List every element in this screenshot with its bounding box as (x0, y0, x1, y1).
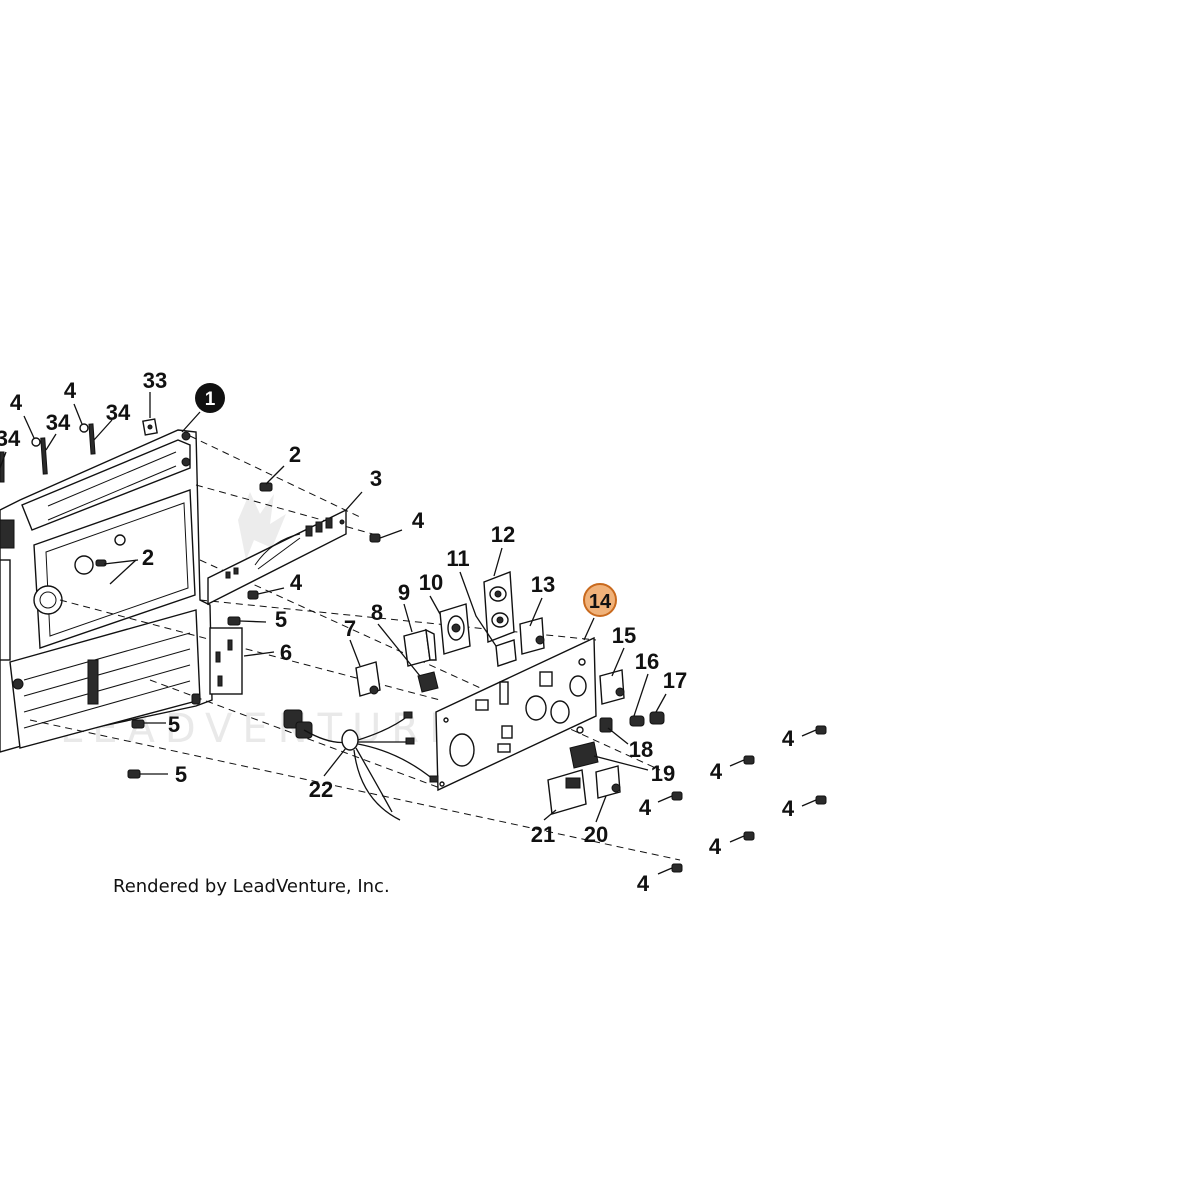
callout-4: 4 (290, 570, 303, 595)
callout-22: 22 (309, 777, 333, 802)
callout-20: 20 (584, 822, 608, 847)
component-15 (599, 669, 625, 705)
callout-21: 21 (531, 822, 555, 847)
component-21-usb (547, 769, 587, 815)
component-20 (595, 765, 621, 799)
control-panel-plate (435, 636, 597, 792)
callout-2: 2 (289, 442, 301, 467)
callout-34: 34 (106, 400, 131, 425)
callout-1-badge (195, 383, 225, 413)
watermark: LEADVENTURE (60, 492, 454, 752)
callout-17: 17 (663, 668, 687, 693)
callout-14-highlight (583, 583, 617, 617)
callout-4: 4 (710, 759, 723, 784)
component-11-bracket (495, 639, 517, 667)
component-13 (519, 617, 545, 655)
callout-4: 4 (412, 508, 425, 533)
callout-7: 7 (344, 616, 356, 641)
component-7 (355, 661, 381, 697)
callout-18: 18 (629, 737, 653, 762)
fasteners-4-upper (247, 533, 381, 600)
component-12-duplex-outlet (483, 571, 515, 643)
callout-11: 11 (446, 546, 469, 571)
callout-4: 4 (637, 871, 650, 896)
callout-16: 16 (635, 649, 659, 674)
callout-9: 9 (398, 580, 410, 605)
callout-4: 4 (709, 834, 722, 859)
fasteners-4-right (671, 725, 827, 873)
component-19-breaker (569, 741, 599, 769)
top-fasteners (0, 418, 158, 483)
callout-2: 2 (142, 545, 154, 570)
callout-4: 4 (639, 795, 652, 820)
component-16-17-knobs (629, 711, 665, 727)
callout-12: 12 (491, 522, 515, 547)
callout-13: 13 (531, 572, 555, 597)
leader-lines (0, 392, 817, 875)
screws-5-6 (127, 616, 243, 779)
callout-4: 4 (64, 378, 77, 403)
callout-19: 19 (651, 761, 675, 786)
callout-15: 15 (612, 623, 636, 648)
callout-6: 6 (280, 640, 292, 665)
callout-33: 33 (143, 368, 167, 393)
callout-4: 4 (782, 796, 795, 821)
component-9 (403, 628, 437, 667)
callout-1: 1 (205, 389, 216, 410)
callout-4: 4 (10, 390, 23, 415)
screws-2 (95, 482, 273, 567)
callout-5: 5 (168, 712, 180, 737)
wire-harness (283, 709, 439, 821)
front-panel-housing (0, 429, 213, 753)
component-8-switch (417, 671, 439, 693)
rendered-by-credit: Rendered by LeadVenture, Inc. (113, 876, 390, 897)
callout-3: 3 (370, 466, 382, 491)
callout-5: 5 (275, 607, 287, 632)
callout-34: 34 (0, 426, 21, 451)
callout-8: 8 (371, 600, 383, 625)
component-10-outlet (439, 603, 471, 655)
callout-labels: 1 33 34 34 34 4 4 2 2 3 4 4 5 6 5 5 7 8 … (0, 368, 795, 896)
callout-5: 5 (175, 762, 187, 787)
callout-34: 34 (46, 410, 71, 435)
label-plate (207, 508, 347, 606)
callout-4: 4 (782, 726, 795, 751)
callout-14: 14 (589, 591, 612, 613)
callout-10: 10 (419, 570, 443, 595)
